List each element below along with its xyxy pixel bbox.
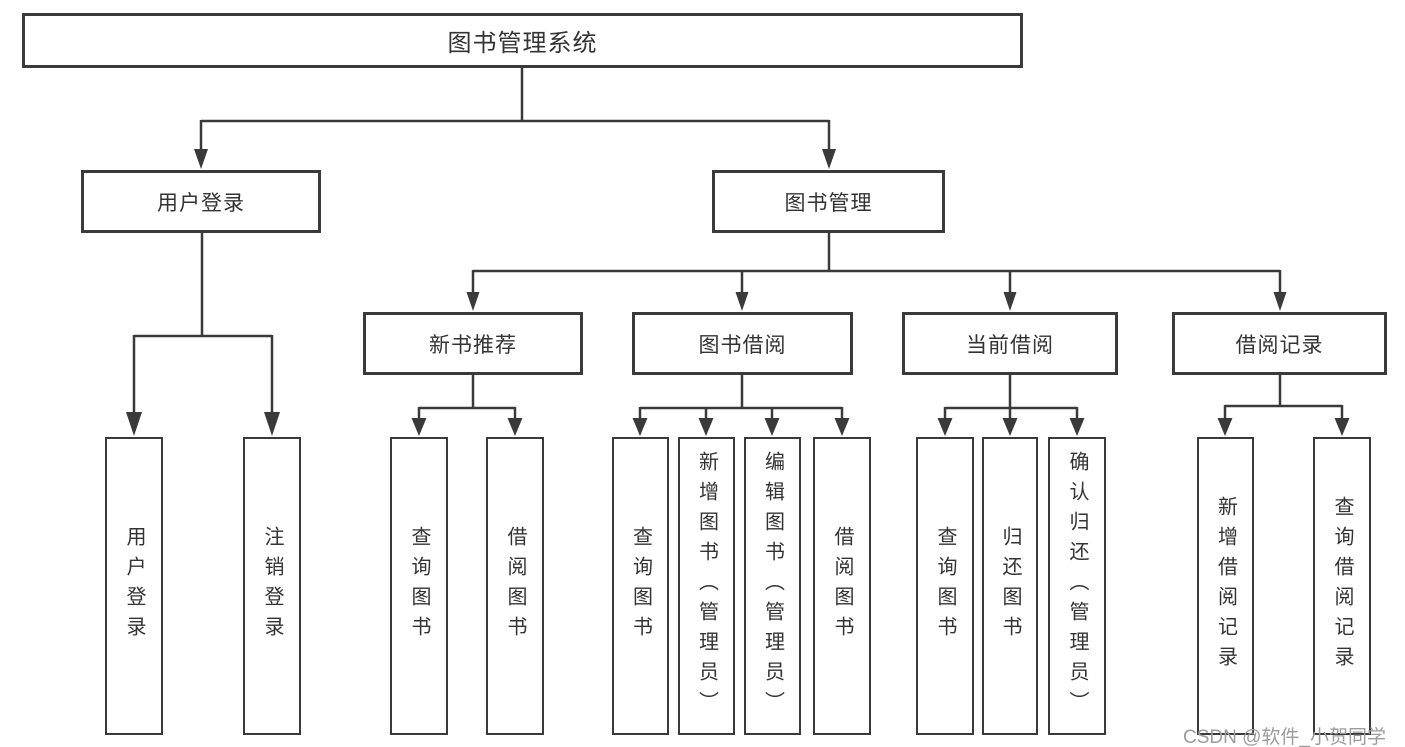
node-library-management-system: 图书管理系统 <box>22 13 1023 68</box>
node-label: 编辑图书（管理员） <box>761 451 784 721</box>
node-book-borrowing: 图书借阅 <box>632 312 853 375</box>
node-label: 新增借阅记录 <box>1214 496 1237 676</box>
leaf-add-borrow-record: 新增借阅记录 <box>1197 437 1254 735</box>
node-label: 新增图书（管理员） <box>695 451 718 721</box>
leaf-return-book: 归还图书 <box>982 437 1038 735</box>
leaf-edit-book-admin: 编辑图书（管理员） <box>744 437 801 735</box>
node-borrowing-records: 借阅记录 <box>1172 312 1387 375</box>
node-label: 新书推荐 <box>429 333 517 357</box>
leaf-logout: 注销登录 <box>243 437 301 735</box>
leaf-confirm-return-admin: 确认归还（管理员） <box>1048 437 1106 735</box>
leaf-query-borrow-record: 查询借阅记录 <box>1313 437 1371 735</box>
node-current-borrowing: 当前借阅 <box>902 312 1118 375</box>
node-label: 借阅图书 <box>831 526 853 646</box>
leaf-borrow-book-1: 借阅图书 <box>486 437 544 735</box>
node-label: 查询借阅记录 <box>1331 496 1353 676</box>
node-label: 确认归还（管理员） <box>1066 451 1088 721</box>
node-label: 当前借阅 <box>966 333 1054 357</box>
node-label: 图书管理 <box>784 191 873 215</box>
leaf-query-book-1: 查询图书 <box>390 437 448 735</box>
node-book-management-branch: 图书管理 <box>712 170 945 233</box>
node-label: 归还图书 <box>999 526 1021 646</box>
node-label: 借阅记录 <box>1235 333 1324 357</box>
node-label: 查询图书 <box>934 526 956 646</box>
node-label: 图书管理系统 <box>447 30 598 57</box>
node-new-book-recommendation: 新书推荐 <box>363 312 583 375</box>
leaf-query-book-2: 查询图书 <box>612 437 669 735</box>
leaf-query-book-3: 查询图书 <box>916 437 974 735</box>
node-label: 查询图书 <box>629 526 652 646</box>
node-user-login-branch: 用户登录 <box>81 170 321 233</box>
node-label: 查询图书 <box>408 526 430 646</box>
node-label: 用户登录 <box>157 191 245 215</box>
node-label: 用户登录 <box>123 526 145 646</box>
leaf-user-login: 用户登录 <box>105 437 163 735</box>
node-label: 借阅图书 <box>504 526 526 646</box>
node-label: 注销登录 <box>261 526 283 646</box>
node-label: 图书借阅 <box>698 333 787 357</box>
watermark: CSDN @软件_小贺同学 <box>1183 727 1386 747</box>
leaf-add-book-admin: 新增图书（管理员） <box>678 437 735 735</box>
leaf-borrow-book-2: 借阅图书 <box>813 437 871 735</box>
